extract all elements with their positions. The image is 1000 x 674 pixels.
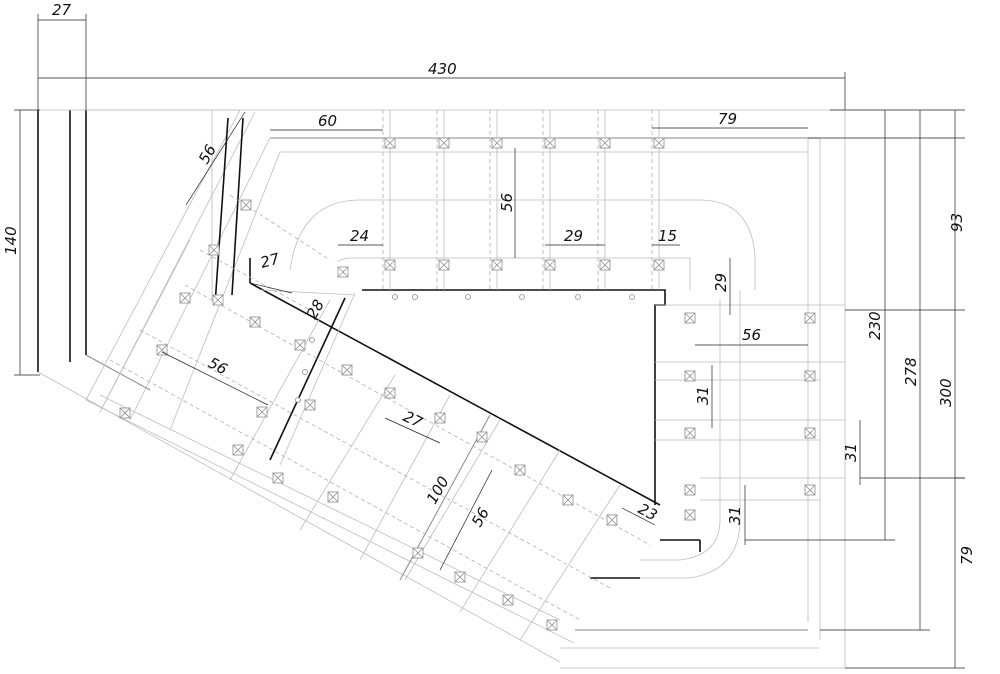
dim-label-31-a: 31 [694, 386, 712, 405]
post-marker [412, 547, 424, 559]
dim-label-15: 15 [658, 227, 677, 245]
dim-label-56-top-left: 56 [195, 141, 220, 167]
post-marker [804, 484, 816, 496]
post-marker [804, 427, 816, 439]
post-marker [684, 509, 696, 521]
post-marker [294, 339, 306, 351]
dim-label-24: 24 [350, 227, 369, 245]
dim-label-28: 28 [303, 296, 328, 322]
post-marker [304, 399, 316, 411]
dim-label-79-right: 79 [958, 546, 976, 565]
dim-label-27-lower: 27 [400, 407, 425, 432]
post-marker [327, 491, 339, 503]
post-marker [240, 199, 252, 211]
post-markers [119, 137, 816, 631]
post-marker [684, 427, 696, 439]
dim-label-31-b: 31 [842, 443, 860, 462]
post-marker [337, 266, 349, 278]
post-marker [476, 431, 488, 443]
post-marker [491, 137, 503, 149]
post-marker [384, 387, 396, 399]
post-marker [684, 312, 696, 324]
dim-label-430: 430 [428, 60, 457, 78]
post-marker [272, 472, 284, 484]
post-marker [232, 444, 244, 456]
post-marker [384, 259, 396, 271]
dim-label-29-vertical: 29 [712, 273, 730, 292]
post-marker [804, 312, 816, 324]
dim-label-300: 300 [937, 378, 955, 407]
post-marker [491, 259, 503, 271]
dim-label-27-mid: 27 [258, 249, 282, 271]
post-marker [384, 137, 396, 149]
post-marker [341, 364, 353, 376]
post-marker [438, 137, 450, 149]
post-marker [502, 594, 514, 606]
dim-label-278: 278 [902, 357, 920, 386]
post-marker [599, 137, 611, 149]
dim-label-100: 100 [423, 473, 453, 507]
post-marker [684, 370, 696, 382]
post-marker [544, 259, 556, 271]
dim-label-93: 93 [948, 213, 966, 232]
dimension-lines [14, 14, 965, 669]
post-marker [256, 406, 268, 418]
post-marker [514, 464, 526, 476]
dim-label-140: 140 [2, 226, 20, 255]
dim-label-60: 60 [318, 112, 337, 130]
dim-label-230: 230 [866, 311, 884, 340]
dim-label-27-top: 27 [52, 1, 72, 19]
dim-label-56-vertical: 56 [498, 193, 516, 212]
post-marker [119, 407, 131, 419]
post-marker [804, 370, 816, 382]
dim-label-31-c: 31 [726, 506, 744, 525]
post-marker [434, 412, 446, 424]
dim-label-56-right: 56 [742, 326, 761, 344]
post-marker [606, 514, 618, 526]
post-marker [212, 294, 224, 306]
post-marker [454, 571, 466, 583]
post-marker [684, 484, 696, 496]
post-marker [208, 244, 220, 256]
stair-outline [37, 109, 846, 669]
post-marker [544, 137, 556, 149]
post-marker [438, 259, 450, 271]
post-marker [599, 259, 611, 271]
post-marker [179, 292, 191, 304]
post-marker [653, 259, 665, 271]
post-marker [249, 316, 261, 328]
dim-label-29-horizontal: 29 [564, 227, 583, 245]
dim-label-56-lower: 56 [468, 504, 493, 530]
dim-label-79-top: 79 [718, 110, 737, 128]
post-marker [562, 494, 574, 506]
post-marker [653, 137, 665, 149]
dim-label-56-left: 56 [205, 354, 230, 379]
post-marker [546, 619, 558, 631]
